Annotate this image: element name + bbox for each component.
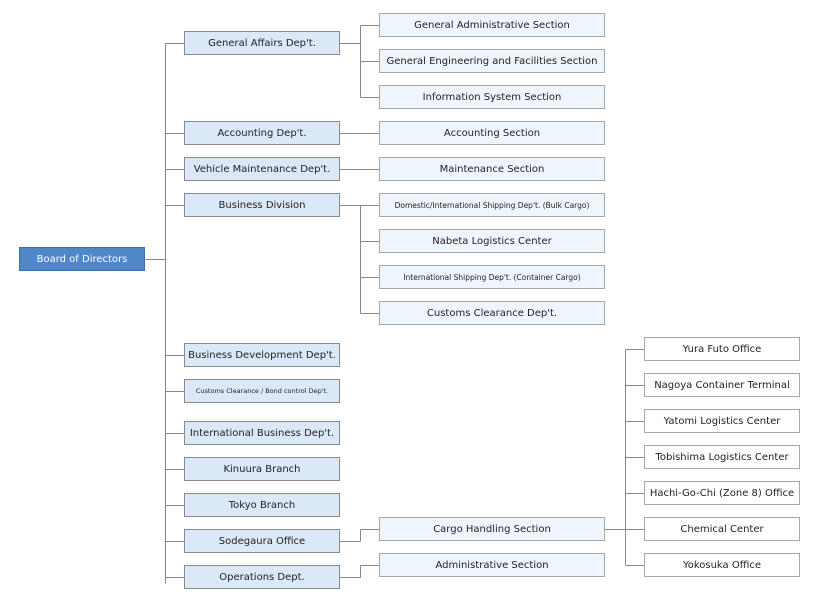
- dept-tokyo-branch: Tokyo Branch: [184, 493, 340, 517]
- dept-business-development: Business Development Dep't.: [184, 343, 340, 367]
- dept-operations: Operations Dept.: [184, 565, 340, 589]
- dept-accounting: Accounting Dep't.: [184, 121, 340, 145]
- board-of-directors-box: Board of Directors: [19, 247, 145, 271]
- dept-vehicle-maintenance: Vehicle Maintenance Dep't.: [184, 157, 340, 181]
- office-yokosuka: Yokosuka Office: [644, 553, 800, 577]
- dept-sodegaura-office: Sodegaura Office: [184, 529, 340, 553]
- section-administrative: Administrative Section: [379, 553, 605, 577]
- office-tobishima-logistics-center: Tobishima Logistics Center: [644, 445, 800, 469]
- dept-business-division: Business Division: [184, 193, 340, 217]
- office-yatomi-logistics-center: Yatomi Logistics Center: [644, 409, 800, 433]
- section-domestic-international-shipping: Domestic/International Shipping Dep't. (…: [379, 193, 605, 217]
- office-chemical-center: Chemical Center: [644, 517, 800, 541]
- section-cargo-handling: Cargo Handling Section: [379, 517, 605, 541]
- section-general-engineering: General Engineering and Facilities Secti…: [379, 49, 605, 73]
- section-general-administrative: General Administrative Section: [379, 13, 605, 37]
- section-accounting: Accounting Section: [379, 121, 605, 145]
- office-nagoya-container-terminal: Nagoya Container Terminal: [644, 373, 800, 397]
- dept-general-affairs: General Affairs Dep't.: [184, 31, 340, 55]
- section-customs-clearance: Customs Clearance Dep't.: [379, 301, 605, 325]
- dept-kinuura-branch: Kinuura Branch: [184, 457, 340, 481]
- dept-international-business: International Business Dep't.: [184, 421, 340, 445]
- office-hachi-go-chi: Hachi-Go-Chi (Zone 8) Office: [644, 481, 800, 505]
- section-information-system: Information System Section: [379, 85, 605, 109]
- dept-customs-bond-control: Customs Clearance / Bond control Dep't.: [184, 379, 340, 403]
- section-international-shipping-container: International Shipping Dep't. (Container…: [379, 265, 605, 289]
- section-nabeta-logistics-center: Nabeta Logistics Center: [379, 229, 605, 253]
- section-maintenance: Maintenance Section: [379, 157, 605, 181]
- office-yura-futo: Yura Futo Office: [644, 337, 800, 361]
